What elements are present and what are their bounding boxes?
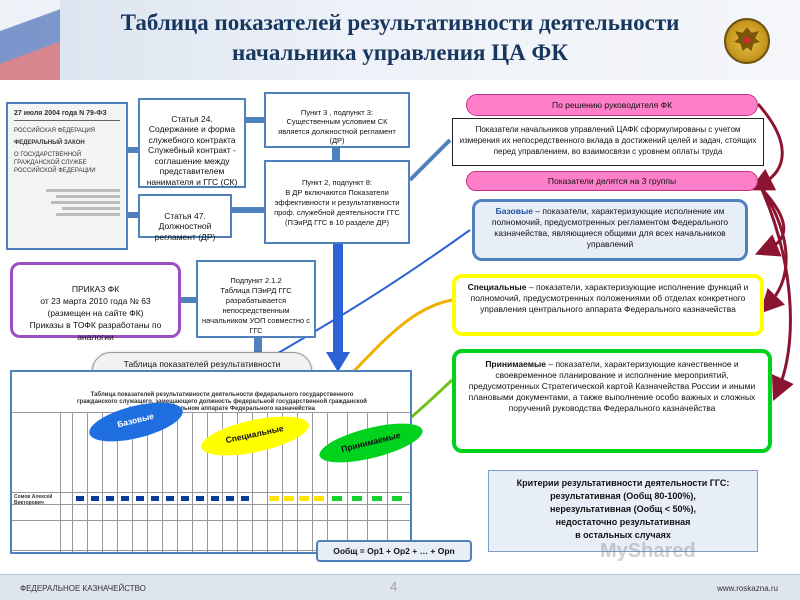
groups-pill: Показатели делятся на 3 группы [466, 171, 758, 191]
article-47-box: Статья 47. Должностной регламент (ДР) [138, 194, 232, 242]
accepted-group-term: Принимаемые [485, 359, 546, 369]
decision-text-box: Показатели начальников управлений ЦАФК с… [452, 118, 764, 166]
basic-group-text: – показатели, характеризующие исполнение… [491, 206, 729, 249]
accepted-group-text: – показатели, характеризующие качественн… [468, 359, 756, 413]
footer-page-number: 4 [390, 579, 398, 594]
scanned-table-caption: Таблица показателей результативности дея… [77, 392, 367, 412]
watermark-text: MyShared [600, 540, 696, 562]
footer-bar: ФЕДЕРАЛЬНОЕ КАЗНАЧЕЙСТВО 4 www.roskazna.… [0, 574, 800, 600]
document-scan-heading: 27 июля 2004 года N 79-ФЗ [14, 110, 120, 121]
accepted-tag-text: Принимаемые [340, 429, 402, 455]
point-2-box: Пункт 2, подпункт 8: В ДР включаются Пок… [264, 160, 410, 244]
criteria-line-4: в остальных случаях [575, 530, 671, 540]
order-fk-box: ПРИКАЗ ФК от 23 марта 2010 года № 63 (ра… [10, 262, 181, 342]
special-group-term: Специальные [467, 282, 527, 292]
flag-decoration [0, 0, 60, 80]
point-2-text: Пункт 2, подпункт 8: В ДР включаются Пок… [274, 178, 400, 227]
criteria-title: Критерии результативности деятельности Г… [516, 478, 730, 488]
basic-tag-text: Базовые [116, 410, 155, 430]
decision-text: Показатели начальников управлений ЦАФК с… [459, 125, 757, 156]
document-scan-line-2: ФЕДЕРАЛЬНЫЙ ЗАКОН [14, 140, 85, 146]
decision-pill: По решению руководителя ФК [466, 94, 758, 116]
subpoint-box: Подпункт 2.1.2 Таблица ПЭиРД ГГС разраба… [196, 260, 316, 338]
title-line-2: начальника управления ЦА ФК [232, 40, 568, 65]
criteria-line-1: результативная (Ообщ 80-100%), [550, 491, 696, 501]
scanned-indicator-table: Таблица показателей результативности дея… [10, 370, 412, 554]
federal-law-document-scan: 27 июля 2004 года N 79-ФЗ РОССИЙСКАЯ ФЕД… [6, 102, 128, 250]
footer-organization: ФЕДЕРАЛЬНОЕ КАЗНАЧЕЙСТВО [20, 584, 146, 593]
page-title: Таблица показателей результативности дея… [60, 8, 740, 68]
accepted-group-box: Принимаемые – показатели, характеризующи… [452, 349, 772, 453]
formula-box: Ообщ = Ор1 + Ор2 + … + Орn [316, 540, 472, 562]
document-scan-line-3: О ГОСУДАРСТВЕННОЙ ГРАЖДАНСКОЙ СЛУЖБЕ РОС… [14, 152, 96, 174]
double-headed-eagle-emblem-icon [724, 18, 770, 64]
subpoint-text: Подпункт 2.1.2 Таблица ПЭиРД ГГС разраба… [202, 276, 311, 335]
special-group-text: – показатели, характеризующие исполнение… [470, 282, 749, 314]
header-banner: Таблица показателей результативности дея… [0, 0, 800, 80]
special-tag-text: Специальные [224, 423, 285, 446]
decision-pill-text: По решению руководителя ФК [551, 100, 673, 110]
formula-text: Ообщ = Ор1 + Ор2 + … + Орn [333, 546, 455, 556]
groups-pill-text: Показатели делятся на 3 группы [547, 176, 677, 186]
title-line-1: Таблица показателей результативности дея… [120, 10, 680, 35]
basic-group-term: Базовые [495, 206, 533, 216]
criteria-line-2: нерезультативная (Ообщ < 50%), [549, 504, 697, 514]
order-fk-text: ПРИКАЗ ФК от 23 марта 2010 года № 63 (ра… [29, 284, 162, 342]
criteria-box: Критерии результативности деятельности Г… [488, 470, 758, 552]
article-24-box: Статья 24. Содержание и форма служебного… [138, 98, 246, 188]
scanned-table-row-name: Сомов Алексей Викторович [14, 494, 53, 506]
special-group-box: Специальные – показатели, характеризующи… [452, 274, 764, 336]
article-24-text: Статья 24. Содержание и форма служебного… [146, 113, 238, 187]
footer-website-link[interactable]: www.roskazna.ru [717, 584, 778, 593]
article-47-text: Статья 47. Должностной регламент (ДР) [154, 210, 216, 242]
point-3-box: Пункт 3 , подпункт 3: Существенным услов… [264, 92, 410, 148]
basic-group-box: Базовые – показатели, характеризующие ис… [472, 199, 748, 261]
document-scan-line-1: РОССИЙСКАЯ ФЕДЕРАЦИЯ [14, 128, 95, 134]
criteria-line-3: недостаточно результативная [555, 517, 691, 527]
point-3-text: Пункт 3 , подпункт 3: Существенным услов… [278, 107, 396, 146]
